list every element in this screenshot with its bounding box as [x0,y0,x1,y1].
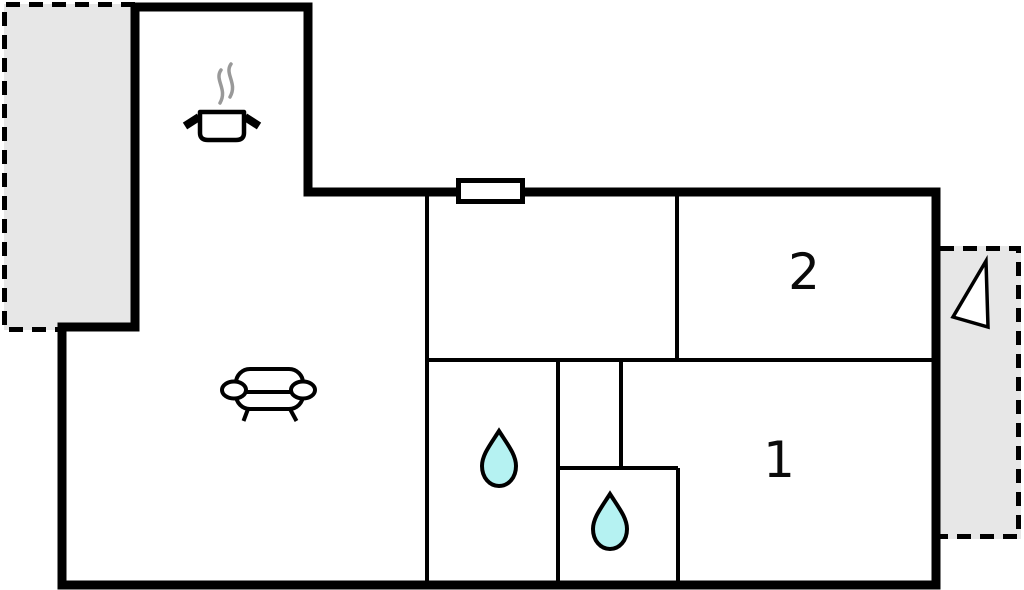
right-terrace [936,246,1021,539]
room2-label: 2 [788,243,820,301]
pot-handles [182,113,262,130]
window-marker [456,178,525,204]
cooking-pot-icon [182,62,262,143]
door-triangle-icon [950,254,990,330]
pot-body [197,109,247,143]
steam-icon [217,62,235,105]
interior-walls [425,192,936,585]
left-terrace-fill [4,4,135,330]
sofa-legs [241,408,299,422]
building-outline [57,2,941,590]
water-drop-icon [590,490,630,552]
left-terrace [2,2,135,332]
left-terrace-dashed-border [2,2,135,332]
sofa-icon [220,367,317,422]
sofa-armrest-left [220,379,248,401]
water-drop-icon [479,427,519,489]
sofa-armrest-right [289,379,317,401]
room1-label: 1 [763,431,795,489]
